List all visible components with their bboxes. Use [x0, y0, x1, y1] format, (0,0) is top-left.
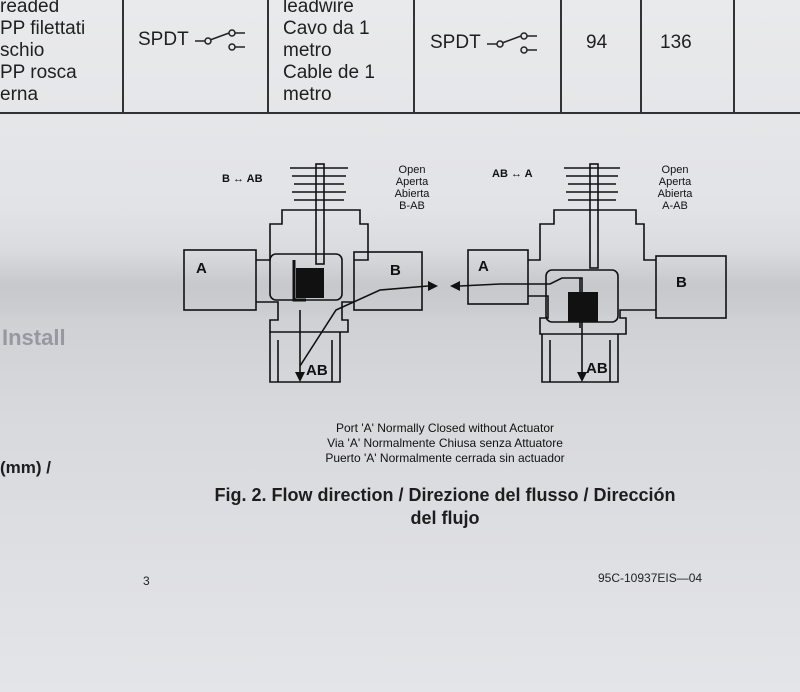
table-cell-text: leadwire: [283, 0, 354, 17]
table-cell-value: 136: [660, 32, 692, 53]
figure-caption-line: del flujo: [410, 508, 480, 528]
dimension-label-fragment: (mm) /: [0, 458, 51, 477]
port-ab-label: AB: [586, 360, 608, 377]
page-fold-shadow: [0, 250, 800, 320]
flow-direction-label: AB ↔ A: [492, 168, 533, 180]
table-divider: [560, 0, 562, 113]
valve-diagram-svg: [183, 163, 727, 383]
switch-type-label: SPDT: [138, 29, 189, 50]
switch-type-label: SPDT: [430, 32, 481, 53]
table-cell-text: PP rosca: [0, 62, 77, 83]
port-a-label: A: [478, 258, 489, 275]
port-ab-label: AB: [306, 362, 328, 379]
table-cell-value: 94: [586, 32, 608, 53]
table-cell-text: Cavo da 1: [283, 18, 370, 39]
table-cell-text: Cable de 1: [283, 62, 375, 83]
port-b-label: B: [390, 262, 401, 279]
table-divider: [413, 0, 415, 113]
note-line: Port 'A' Normally Closed without Actuato…: [335, 421, 554, 435]
open-line: Aperta: [395, 176, 429, 188]
table-cell-text: readed: [0, 0, 60, 17]
note-line: Puerto 'A' Normalmente cerrada sin actua…: [325, 451, 565, 465]
table-cell-text: metro: [283, 40, 332, 61]
table-bottom-border: [0, 112, 800, 114]
table-cell-text: schio: [0, 40, 45, 61]
switch-type-cell: SPDT: [430, 32, 537, 54]
note-line: Via 'A' Normalmente Chiusa senza Attuato…: [327, 436, 563, 450]
table-divider: [122, 0, 124, 113]
page-number: 3: [143, 574, 150, 588]
table-divider: [267, 0, 269, 113]
open-line: Open: [398, 164, 426, 176]
open-state-label: Open Aperta Abierta B-AB: [382, 164, 442, 212]
open-line: A-AB: [662, 200, 688, 212]
table-cell-text: erna: [0, 84, 39, 105]
section-heading-fragment: Install: [2, 325, 66, 350]
open-line: Abierta: [394, 188, 430, 200]
spdt-switch-icon: [194, 29, 245, 51]
diagram-note: Port 'A' Normally Closed without Actuato…: [300, 421, 590, 466]
document-number: 95C-10937EIS—04: [598, 571, 703, 585]
flow-direction-diagram: B ↔ AB Open Aperta Abierta B-AB A B AB A…: [170, 160, 730, 400]
spdt-switch-icon: [486, 32, 537, 54]
port-b-label: B: [676, 274, 687, 291]
table-cell-text: metro: [283, 84, 332, 105]
open-state-label: Open Aperta Abierta A-AB: [644, 164, 706, 212]
port-a-label: A: [196, 260, 207, 277]
figure-caption-line: Fig. 2. Flow direction / Direzione del f…: [214, 485, 676, 505]
table-divider: [733, 0, 735, 113]
open-line: Open: [661, 164, 689, 176]
table-cell-text: PP filettati: [0, 18, 86, 39]
open-line: Abierta: [657, 188, 693, 200]
switch-type-cell: SPDT: [138, 29, 245, 51]
open-line: B-AB: [399, 200, 425, 212]
table-divider: [640, 0, 642, 113]
figure-caption: Fig. 2. Flow direction / Direzione del f…: [150, 484, 740, 530]
open-line: Aperta: [658, 176, 692, 188]
flow-direction-label: B ↔ AB: [222, 173, 263, 185]
